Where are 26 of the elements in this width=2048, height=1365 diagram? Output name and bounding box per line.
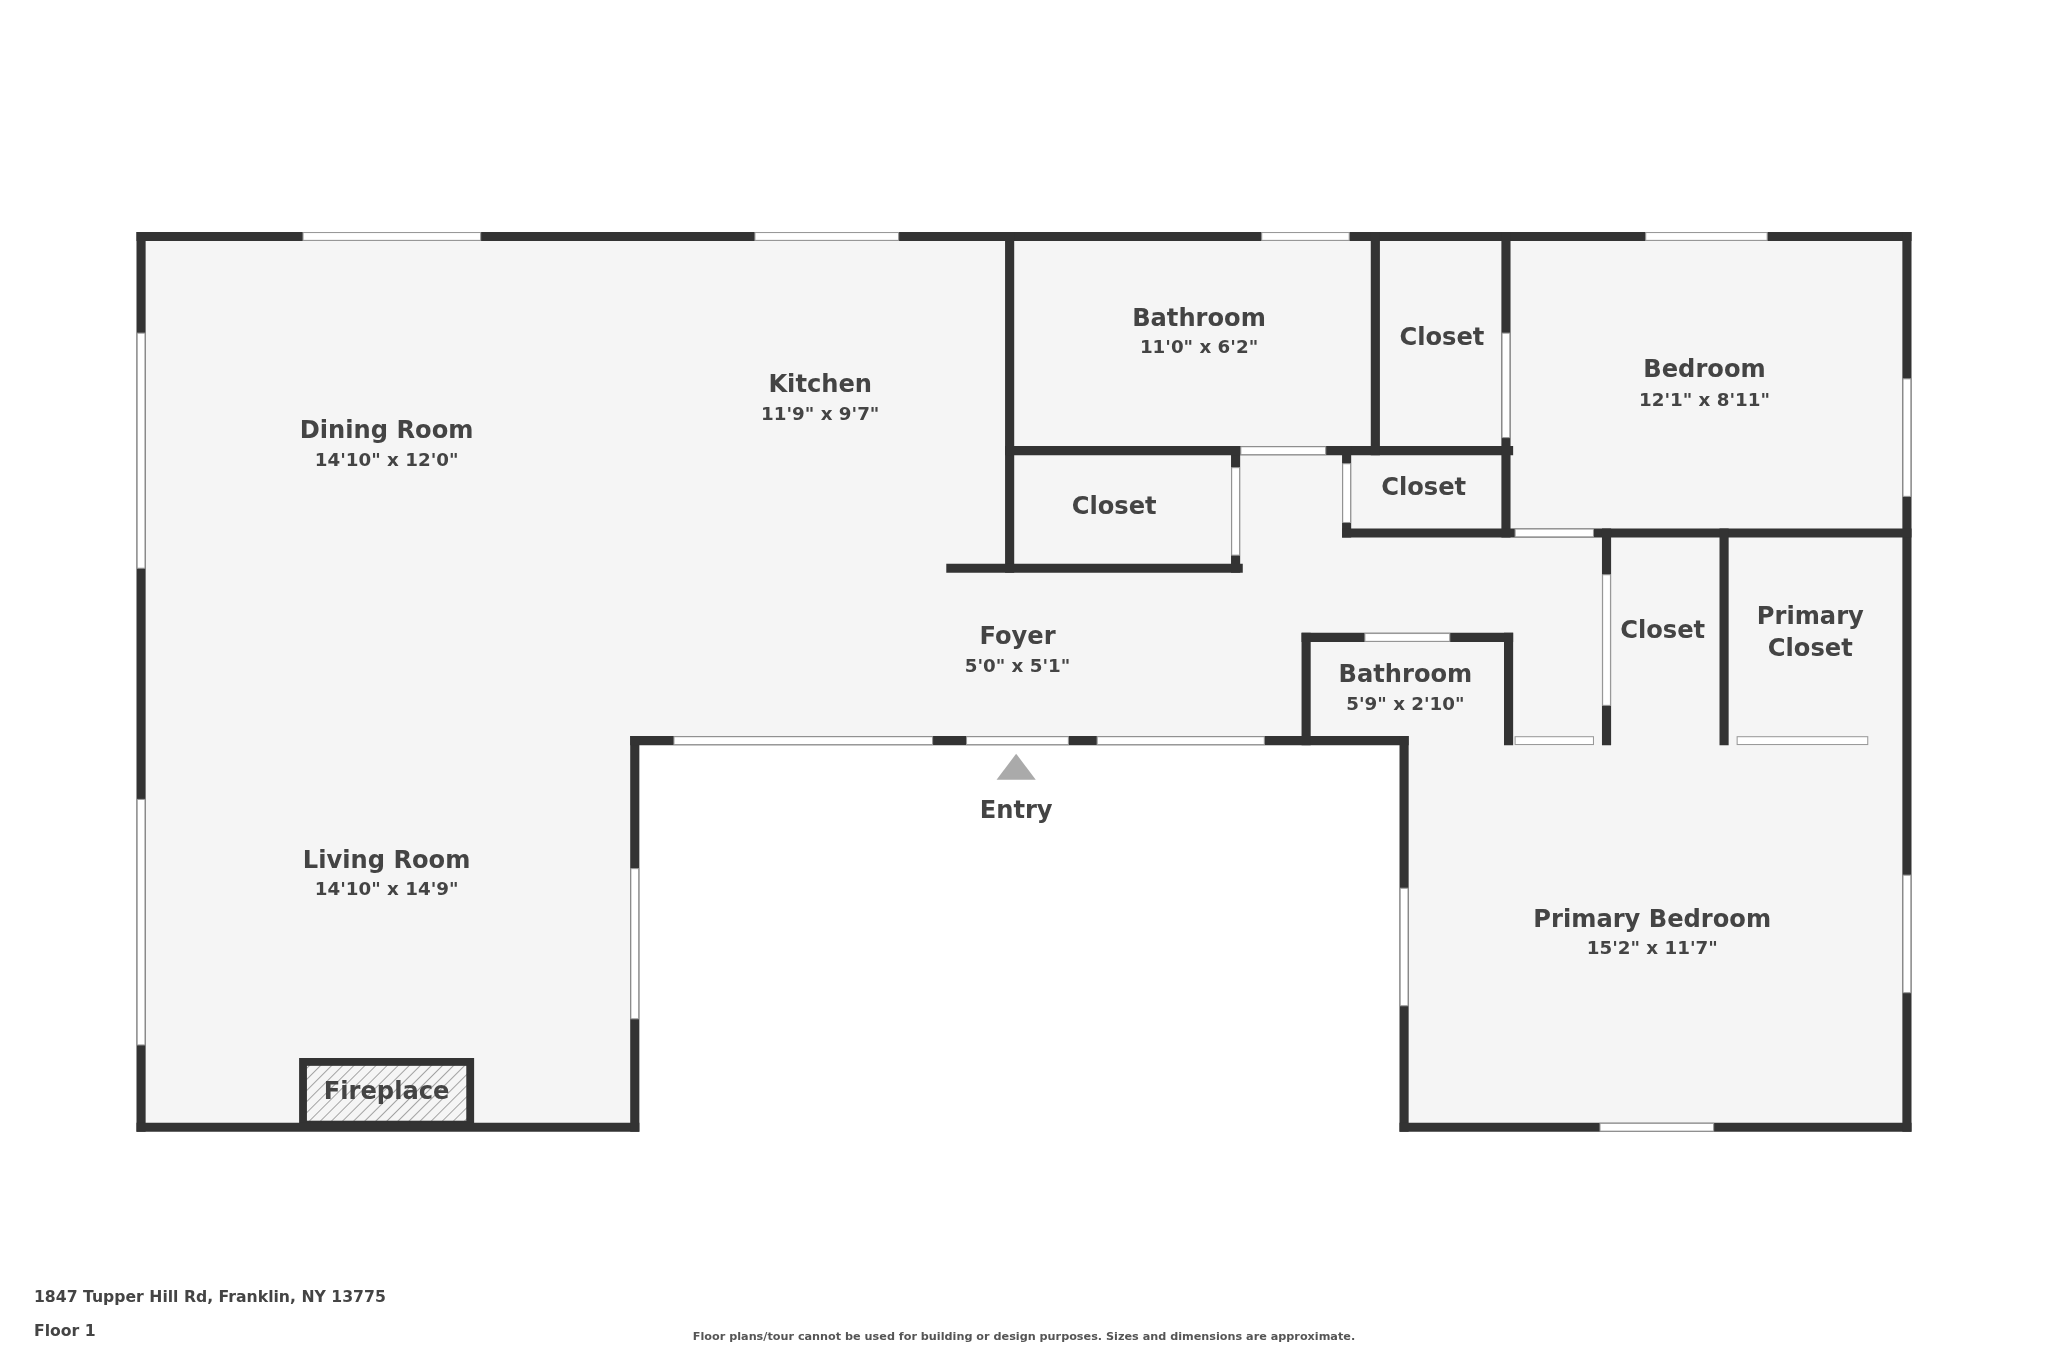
dimension-label: 5'9" x 2'10": [1346, 692, 1465, 716]
room-label: Entry: [979, 795, 1053, 827]
room-label: Primary Bedroom: [1533, 903, 1772, 935]
dimension-label: 15'2" x 11'7": [1586, 936, 1718, 961]
room-label: Primary Closet: [1755, 600, 1865, 664]
disclaimer-text: Floor plans/tour cannot be used for building or design purposes. Sizes and dimensions are approximate.: [692, 1330, 1356, 1345]
dimension-label: 5'0" x 5'1": [964, 654, 1071, 678]
room-label: Kitchen: [768, 369, 873, 401]
dimension-label: 14'10" x 14'9": [314, 877, 459, 902]
room-label: Bathroom: [1338, 659, 1473, 691]
room-label: Closet: [1620, 615, 1706, 647]
room-label: Foyer: [979, 621, 1056, 653]
room-label: Closet: [1071, 491, 1157, 523]
footer-text: Floor 1: [33, 1320, 96, 1342]
room-label: Living Room: [302, 845, 471, 877]
room-label: Closet: [1381, 472, 1467, 504]
dimension-label: 14'10" x 12'0": [314, 447, 459, 472]
dimension-label: 11'0" x 6'2": [1139, 335, 1259, 360]
footer-text: 1847 Tupper Hill Rd, Franklin, NY 13775: [33, 1286, 386, 1308]
room-label: Fireplace: [323, 1076, 450, 1108]
room-label: Bathroom: [1132, 303, 1266, 334]
dimension-label: 12'1" x 8'11": [1639, 387, 1770, 412]
room-label: Dining Room: [299, 415, 474, 447]
room-label: Bedroom: [1643, 353, 1766, 385]
dimension-label: 11'9" x 9'7": [761, 402, 880, 426]
room-label: Closet: [1399, 322, 1485, 354]
